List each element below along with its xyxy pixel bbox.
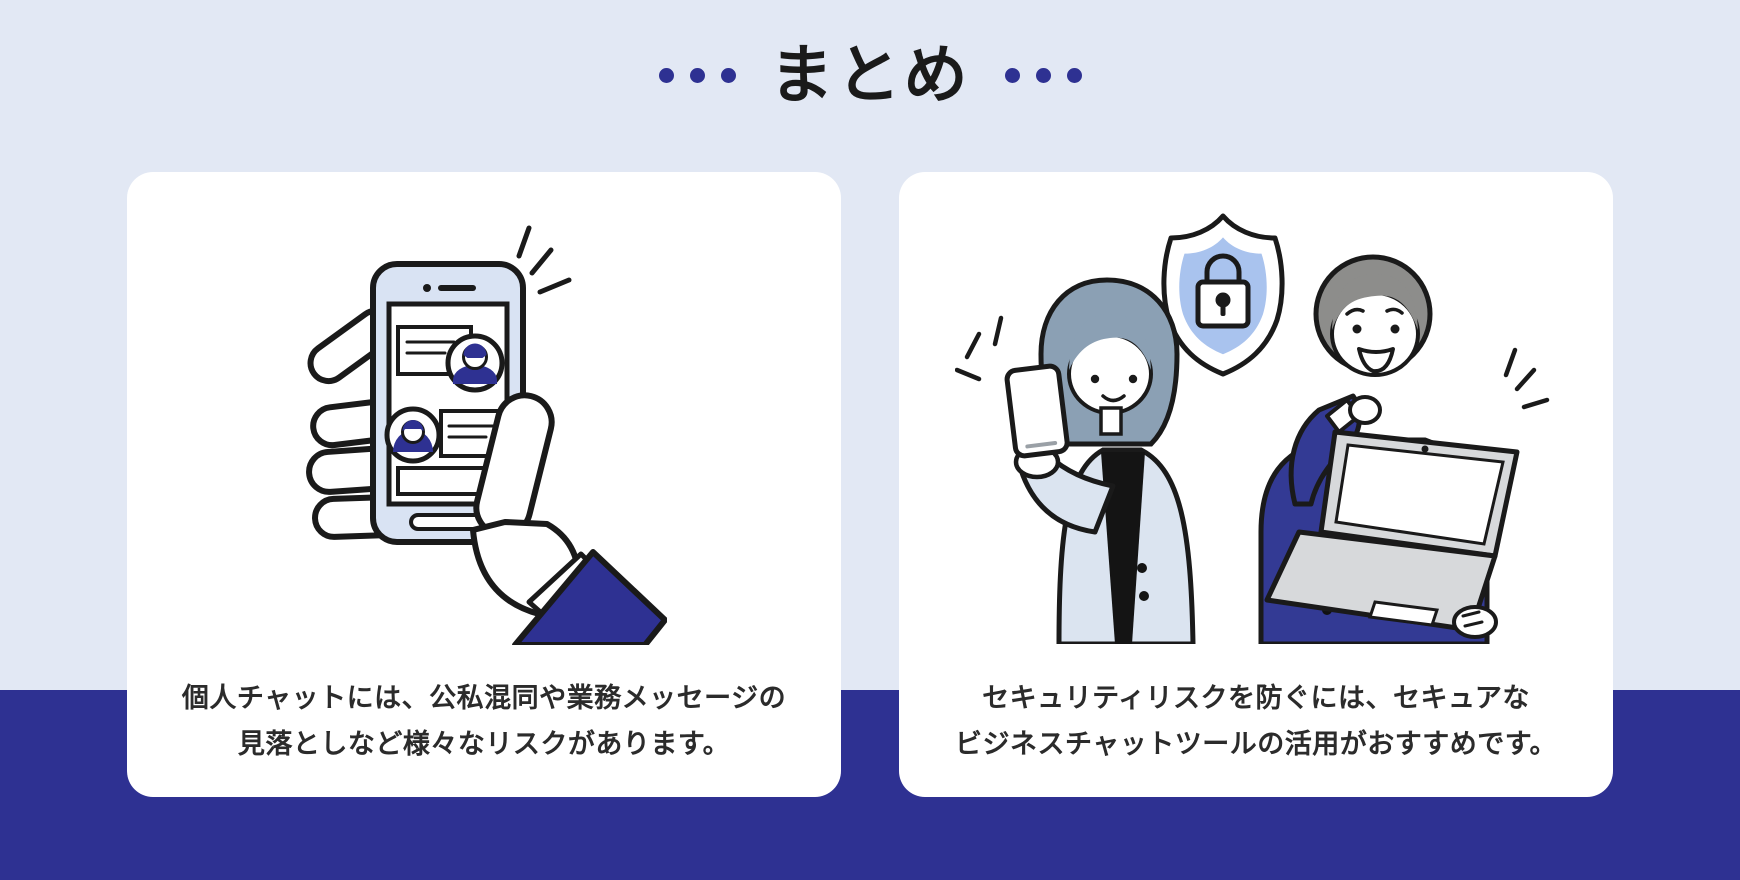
card-secure-chat-recommendation: セキュリティリスクを防ぐには、セキュアな ビジネスチャットツールの活用がおすすめ…	[899, 172, 1613, 797]
chat-avatar	[445, 333, 505, 393]
page-title: まとめ	[769, 39, 971, 111]
dot-icon	[1066, 67, 1082, 83]
businesspeople-secure-devices-illustration	[955, 213, 1550, 644]
sparkle-lines-icon	[955, 315, 1004, 382]
hand-holding-smartphone-chat-illustration	[306, 225, 667, 645]
shield-lock-icon	[1161, 213, 1285, 377]
laptop	[1264, 429, 1520, 633]
woman-with-phone	[955, 277, 1196, 644]
woman-inner-top	[1101, 452, 1145, 644]
caption-line: 見落としなど様々なリスクがあります。	[237, 729, 731, 759]
phone-in-hand	[1004, 363, 1070, 459]
title-dots-left-icon	[658, 67, 736, 83]
chat-avatar	[384, 406, 442, 464]
caption-line: 個人チャットには、公私混同や業務メッセージの	[181, 683, 787, 713]
card-personal-chat-risk: 個人チャットには、公私混同や業務メッセージの 見落としなど様々なリスクがあります…	[127, 172, 841, 797]
dot-icon	[720, 67, 736, 83]
card-caption: 個人チャットには、公私混同や業務メッセージの 見落としなど様々なリスクがあります…	[127, 675, 841, 767]
suit-sleeve	[512, 549, 667, 645]
dot-icon	[1035, 67, 1051, 83]
camera-dot-icon	[423, 284, 431, 292]
card-caption: セキュリティリスクを防ぐには、セキュアな ビジネスチャットツールの活用がおすすめ…	[899, 675, 1613, 767]
header: まとめ	[0, 40, 1740, 110]
sparkle-lines-icon	[1503, 347, 1550, 410]
man-fist	[1348, 395, 1382, 425]
man-with-laptop	[1258, 254, 1550, 644]
title-dots-right-icon	[1004, 67, 1082, 83]
caption-line: セキュリティリスクを防ぐには、セキュアな	[982, 683, 1530, 713]
man-hand-gripping	[1452, 605, 1498, 639]
dot-icon	[1004, 67, 1020, 83]
caption-line: ビジネスチャットツールの活用がおすすめです。	[954, 729, 1558, 759]
dot-icon	[689, 67, 705, 83]
sparkle-lines-icon	[516, 225, 572, 295]
dot-icon	[658, 67, 674, 83]
